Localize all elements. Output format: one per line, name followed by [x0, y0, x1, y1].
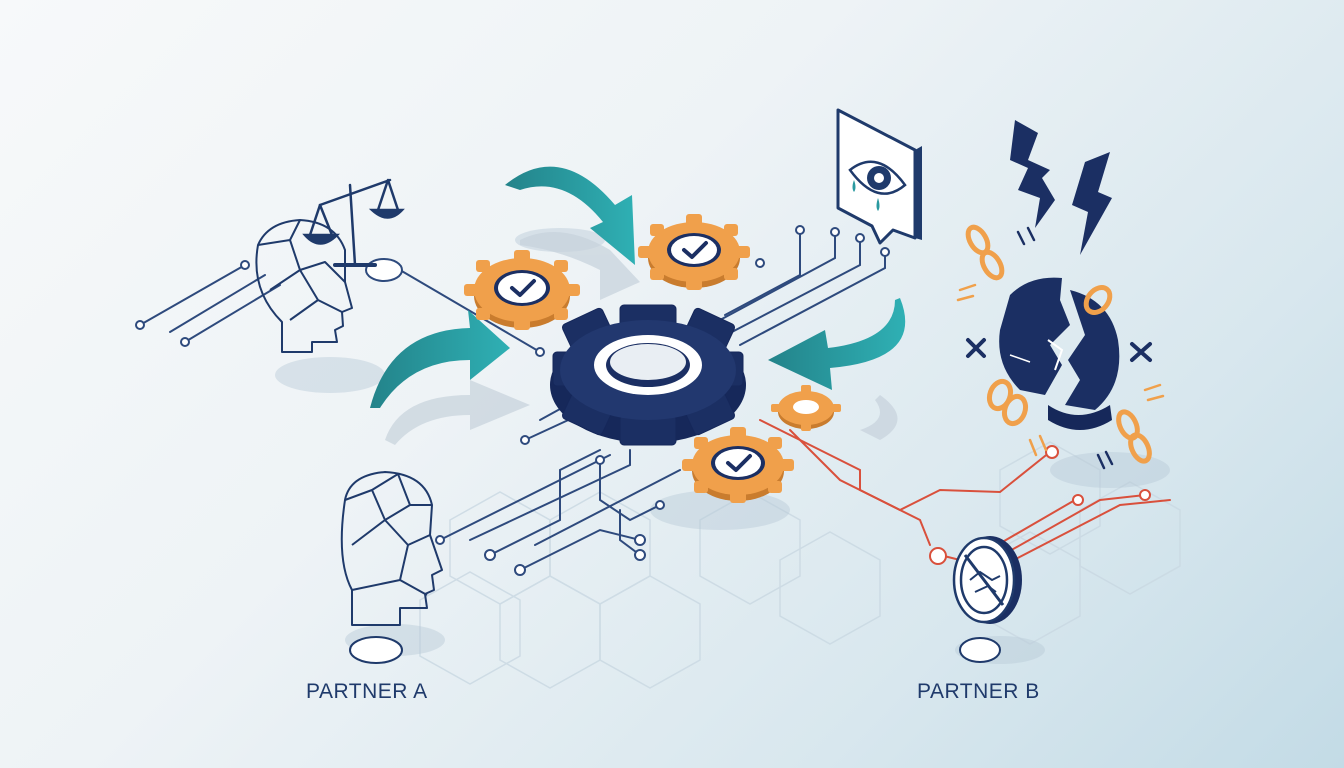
partner-a-label: PARTNER A — [306, 680, 428, 703]
no-handshake-icon — [952, 536, 1022, 624]
partner-b-label: PARTNER B — [917, 680, 1040, 703]
lightning-icon — [1010, 120, 1112, 255]
partner-a-head-icon — [340, 471, 443, 626]
broken-chain-link-icon — [965, 224, 1152, 464]
partner-b-node — [959, 637, 1001, 663]
eye-tear-icon — [836, 108, 922, 245]
small-gear-icon — [771, 385, 841, 431]
head-profile-icon — [255, 219, 353, 353]
check-gear-icon — [464, 214, 794, 503]
circuit-nodes — [135, 225, 890, 576]
broken-gear-icon — [999, 277, 1120, 430]
broken-connection-nodes — [929, 445, 1151, 565]
spark-marks — [956, 283, 1165, 457]
broken-connection-lines — [759, 419, 1171, 576]
break-marks — [966, 226, 1152, 470]
circuit-lines — [139, 229, 886, 571]
partner-a-node — [349, 636, 403, 664]
curved-arrow-icon — [370, 166, 906, 408]
balance-scale-icon — [302, 178, 405, 267]
curved-arrow-shadows — [385, 232, 898, 445]
central-gear-icon — [550, 304, 746, 446]
